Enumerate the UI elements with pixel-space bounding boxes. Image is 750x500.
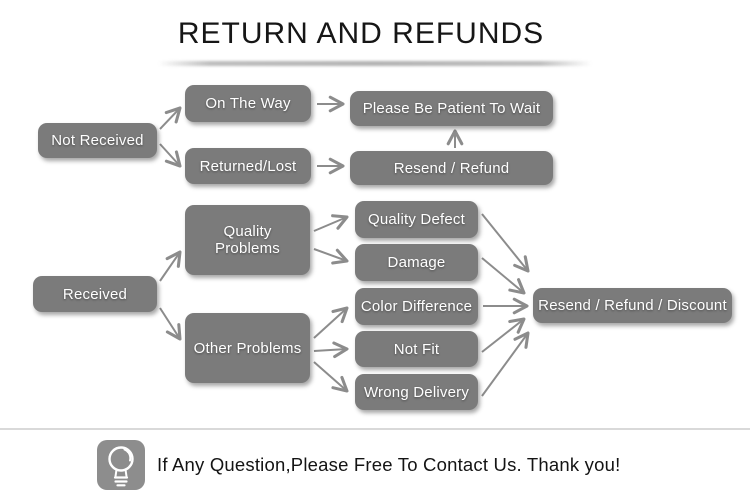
flow-node-label: Damage [387, 254, 446, 271]
flow-node-not-fit: Not Fit [355, 331, 478, 367]
flow-node-please-wait: Please Be Patient To Wait [350, 91, 553, 126]
arrow-received-to-quality-problems [159, 250, 182, 282]
arrow-other-problems-to-color-difference [313, 306, 349, 339]
flow-node-label: Other Problems [193, 339, 302, 357]
flow-node-resend-refund-discount: Resend / Refund / Discount [533, 288, 732, 323]
footer-divider [0, 428, 750, 430]
arrow-received-to-other-problems [159, 307, 182, 341]
flow-node-label: Resend / Refund [393, 159, 510, 177]
flow-node-not-received: Not Received [38, 123, 157, 158]
page-title: RETURN AND REFUNDS [177, 17, 545, 50]
arrow-not-received-to-returned-lost [159, 143, 182, 168]
flow-node-label: Please Be Patient To Wait [362, 100, 541, 117]
flow-node-label: On The Way [205, 95, 291, 112]
footer-note: If Any Question,Please Free To Contact U… [97, 440, 620, 490]
flow-node-label: Quality Defect [367, 211, 465, 228]
arrow-other-problems-to-wrong-delivery [313, 361, 349, 393]
title-underline [158, 61, 592, 66]
flow-node-quality-problems: Quality Problems [185, 205, 310, 275]
flow-node-on-the-way: On The Way [185, 85, 311, 122]
flow-node-received: Received [33, 276, 157, 312]
flow-node-other-problems: Other Problems [185, 313, 310, 383]
flow-node-label: Wrong Delivery [363, 383, 470, 401]
flow-node-label: Received [62, 285, 128, 303]
arrow-wrong-delivery-to-resend-refund-discount [481, 331, 530, 397]
arrow-other-problems-to-not-fit [313, 341, 349, 359]
arrow-quality-problems-to-quality-defect [313, 214, 349, 232]
flow-node-returned-lost: Returned/Lost [185, 148, 311, 184]
flow-node-color-difference: Color Difference [355, 288, 478, 325]
lightbulb-icon [97, 440, 145, 490]
flow-node-wrong-delivery: Wrong Delivery [355, 374, 478, 410]
flow-node-label: Quality Problems [215, 223, 280, 257]
flow-node-damage: Damage [355, 244, 478, 281]
arrow-damage-to-resend-refund-discount [481, 257, 526, 295]
arrow-quality-defect-to-resend-refund-discount [481, 213, 530, 273]
flow-node-quality-defect: Quality Defect [355, 201, 478, 238]
arrow-not-received-to-on-the-way [159, 106, 182, 130]
footer-text: If Any Question,Please Free To Contact U… [157, 454, 621, 475]
flow-node-resend-refund: Resend / Refund [350, 151, 553, 185]
arrow-not-fit-to-resend-refund-discount [481, 317, 526, 353]
flow-node-label: Returned/Lost [199, 157, 297, 175]
flow-node-label: Not Fit [393, 340, 440, 358]
arrow-quality-problems-to-damage [313, 248, 349, 265]
flow-node-label: Not Received [51, 132, 144, 149]
flow-node-label: Color Difference [360, 298, 473, 315]
flow-node-label: Resend / Refund / Discount [538, 297, 727, 314]
